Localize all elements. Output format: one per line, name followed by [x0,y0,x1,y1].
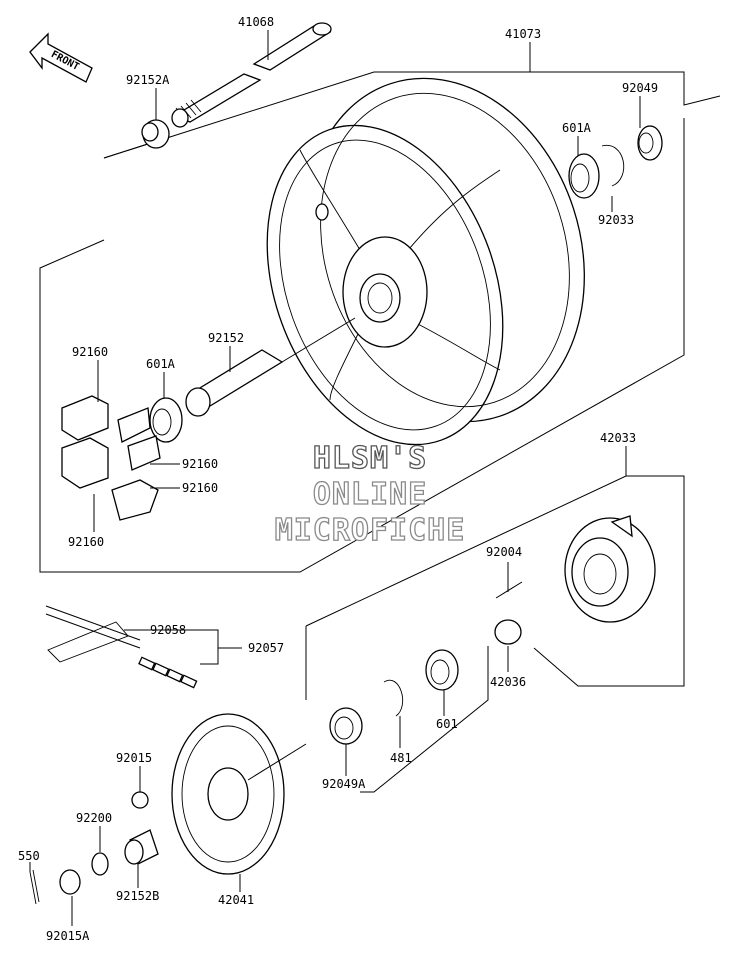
collar-42036 [494,619,522,645]
bearing-601A-lower [149,397,183,443]
stud-92004 [495,581,523,599]
watermark-line-1: HLSM'S [313,441,427,476]
label-92160-d: 92160 [68,535,104,549]
coupling-group-frame [305,475,685,793]
watermark-line-2: ONLINE [313,477,427,512]
washer-92200 [91,852,109,876]
chain-links [138,656,198,689]
label-601A-upper: 601A [562,121,592,135]
rear-axle [171,22,332,128]
label-92049: 92049 [622,81,658,95]
label-92015: 92015 [116,751,152,765]
cotter-pin-550 [29,869,40,905]
rear-sprocket-42041 [171,713,307,875]
label-92160-b: 92160 [182,457,218,471]
bearing-601 [425,649,459,691]
leader-lines [29,30,641,926]
label-92152: 92152 [208,331,244,345]
bearing-601A-upper [568,153,600,199]
collar-92152 [185,317,356,417]
circlip-481 [383,679,404,717]
circlip-92033 [601,144,625,187]
label-92049A: 92049A [322,777,366,791]
hub-dampers-92160 [61,395,161,521]
collar-92152B [124,829,159,865]
label-92015A: 92015A [46,929,90,943]
nut-92015 [131,791,149,809]
drive-chain [45,605,198,689]
label-41068: 41068 [238,15,274,29]
label-550: 550 [18,849,40,863]
watermark-line-3: MICROFICHE [275,513,466,548]
oil-seal-92049 [637,125,663,161]
rear-wheel-rim [266,77,585,446]
label-92200: 92200 [76,811,112,825]
label-42033: 42033 [600,431,636,445]
sprocket-coupling-42033 [564,515,656,623]
label-42036: 42036 [490,675,526,689]
front-direction-arrow: FRONT [29,32,93,83]
axle-nut-92015A [59,869,81,895]
label-92160-a: 92160 [72,345,108,359]
label-92152A: 92152A [126,73,170,87]
label-92004: 92004 [486,545,522,559]
label-601A-lower: 601A [146,357,176,371]
part-labels: 41068 41073 92152A 92049 601A 92033 9215… [18,15,658,943]
label-481: 481 [390,751,412,765]
label-92152B: 92152B [116,889,159,903]
axle-collar-92152A [141,119,170,149]
watermark: HLSM'S ONLINE MICROFICHE [274,440,466,548]
label-92033: 92033 [598,213,634,227]
label-92160-c: 92160 [182,481,218,495]
label-42041: 42041 [218,893,254,907]
label-601: 601 [436,717,458,731]
oil-seal-92049A [329,707,363,745]
label-92058: 92058 [150,623,186,637]
label-92057: 92057 [248,641,284,655]
label-41073: 41073 [505,27,541,41]
